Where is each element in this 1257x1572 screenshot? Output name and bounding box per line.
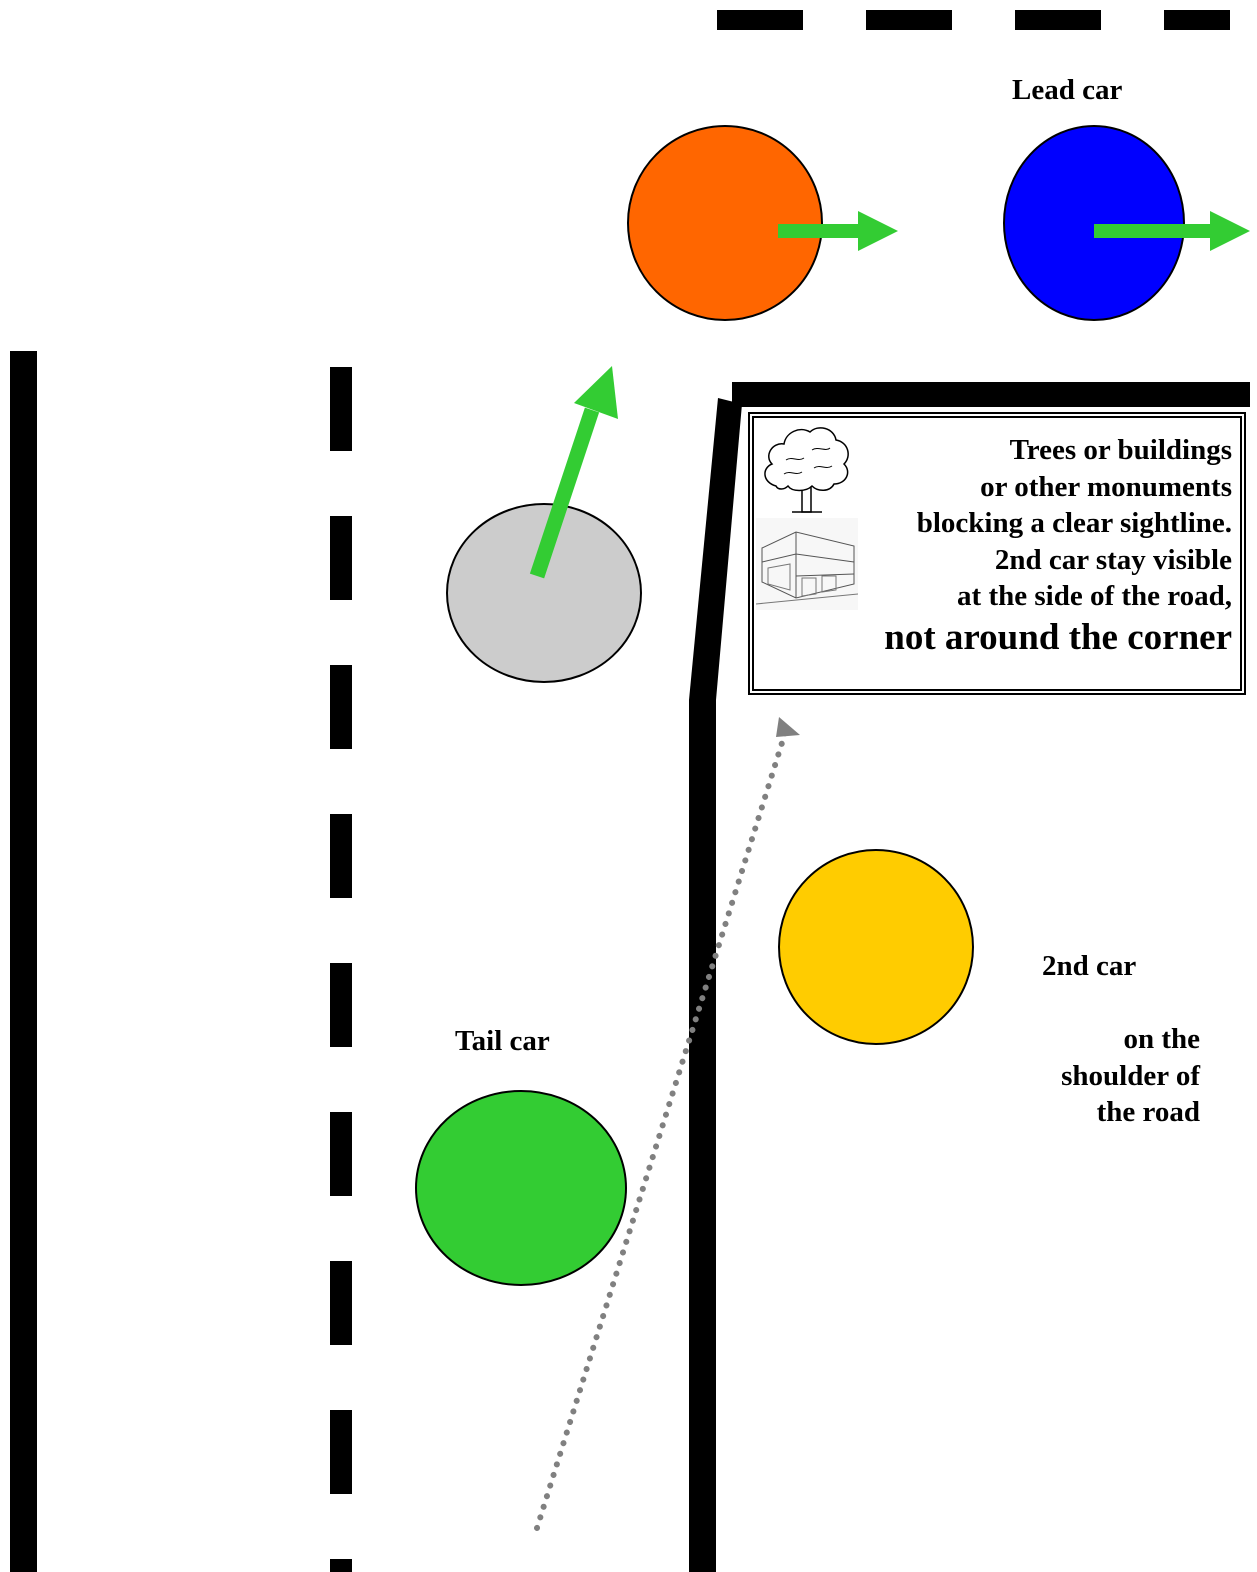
building-sketch-icon	[756, 518, 858, 610]
callout-line: or other monuments	[980, 470, 1232, 503]
shoulder-line: the road	[1096, 1096, 1200, 1128]
tail-car-label: Tail car	[455, 1025, 550, 1057]
lead-car-arrow	[1094, 211, 1250, 251]
callout-line: Trees or buildings	[1009, 434, 1232, 466]
shoulder-line: on the	[1123, 1023, 1200, 1055]
lead-car	[1003, 125, 1185, 321]
fourth-car-arrow	[529, 366, 618, 579]
callout-line: at the side of the road,	[957, 580, 1232, 612]
center-lane-dashes	[330, 367, 352, 1572]
shoulder-line: shoulder of	[1061, 1059, 1200, 1092]
callout-emphasis: not around the corner	[884, 616, 1232, 658]
tail-car	[415, 1090, 627, 1286]
shoulder-label: on the shoulder of the road	[1000, 1021, 1200, 1131]
second-car	[778, 849, 974, 1045]
sightline	[534, 717, 800, 1531]
callout-line: blocking a clear sightline.	[916, 507, 1232, 539]
third-car-arrow	[778, 211, 898, 251]
lead-car-label: Lead car	[1012, 74, 1123, 106]
obstruction-callout: Trees or buildings or other monuments bl…	[748, 412, 1246, 695]
second-car-label: 2nd car	[1042, 950, 1137, 982]
tree-sketch-icon	[764, 427, 849, 513]
fourth-car	[446, 503, 642, 683]
left-road-edge	[10, 351, 37, 1572]
third-car	[627, 125, 823, 321]
corner-road-edge	[689, 382, 1250, 1572]
callout-line: 2nd car stay visible	[994, 543, 1232, 576]
callout-text: Trees or buildings or other monuments bl…	[884, 432, 1232, 661]
top-lane-dashes	[717, 10, 1230, 30]
